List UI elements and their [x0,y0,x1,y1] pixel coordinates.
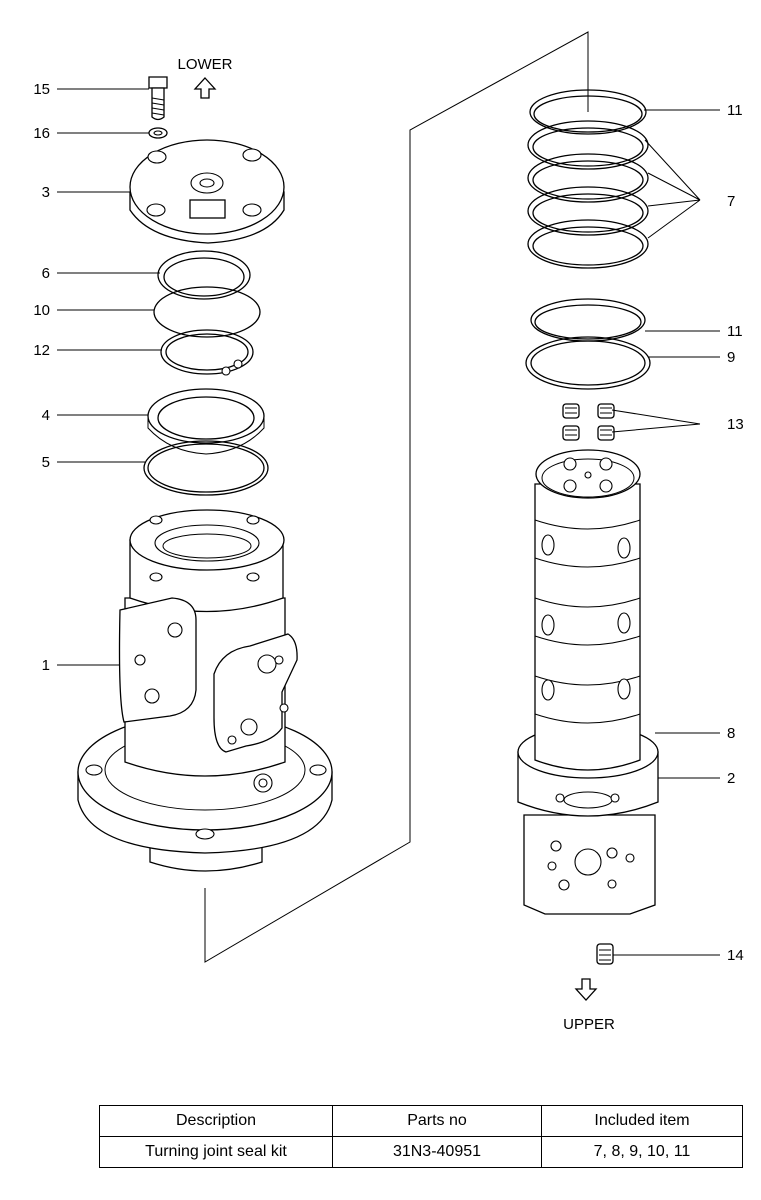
callout-4: 4 [42,407,50,424]
cell-parts-no: 31N3-40951 [332,1136,542,1168]
cell-description: Turning joint seal kit [99,1136,333,1168]
part-1-hub-body [77,509,333,872]
upper-label: UPPER [563,1016,615,1033]
part-11-slipper-seal-lower [530,298,646,342]
part-12-snap-ring [160,329,254,376]
callout-5: 5 [42,454,50,471]
assembly-connector-line [204,31,589,963]
callout-2: 2 [727,770,735,787]
callout-7: 7 [727,193,735,210]
callout-1: 1 [42,657,50,674]
seal-kit-table: Description Parts no Included item Turni… [99,1105,743,1168]
table-header-row: Description Parts no Included item [99,1105,743,1137]
part-16-washer [148,127,168,139]
part-15-bolt [148,76,168,121]
part-6-ring [157,250,251,300]
callout-6: 6 [42,265,50,282]
part-13-plugs [562,403,615,441]
part-4-ring [147,388,265,455]
callout-3: 3 [42,184,50,201]
leader-13 [611,409,701,433]
callout-13: 13 [727,416,744,433]
callout-11-top: 11 [727,102,743,119]
part-2-shaft-assembly [517,449,659,915]
part-10-o-ring [153,286,261,338]
cell-included-item: 7, 8, 9, 10, 11 [541,1136,743,1168]
part-5-backup-ring [143,440,269,496]
lower-direction-marker: LOWER [177,56,233,99]
callout-9: 9 [727,349,735,366]
down-arrow-icon [574,978,598,1001]
part-11-slipper-seal-upper [529,89,647,135]
callout-12: 12 [33,342,50,359]
column-header-included-item: Included item [541,1105,743,1137]
leader-7 [644,139,701,239]
column-header-description: Description [99,1105,333,1137]
callout-11-lower: 11 [727,323,743,340]
lower-label: LOWER [177,56,232,73]
callout-14: 14 [727,947,744,964]
part-7-o-rings [527,120,649,269]
column-header-parts-no: Parts no [332,1105,542,1137]
turning-joint-exploded-diagram: LOWER UPPER [33,31,744,1033]
callout-16: 16 [33,125,50,142]
callout-8: 8 [727,725,735,742]
up-arrow-icon [193,77,217,99]
upper-direction-marker: UPPER [563,978,615,1033]
callout-15: 15 [33,81,50,98]
callout-10: 10 [33,302,50,319]
part-9-o-ring [525,336,651,390]
part-14-plug [596,943,614,965]
part-3-cover [129,139,285,244]
table-row: Turning joint seal kit 31N3-40951 7, 8, … [99,1136,743,1168]
